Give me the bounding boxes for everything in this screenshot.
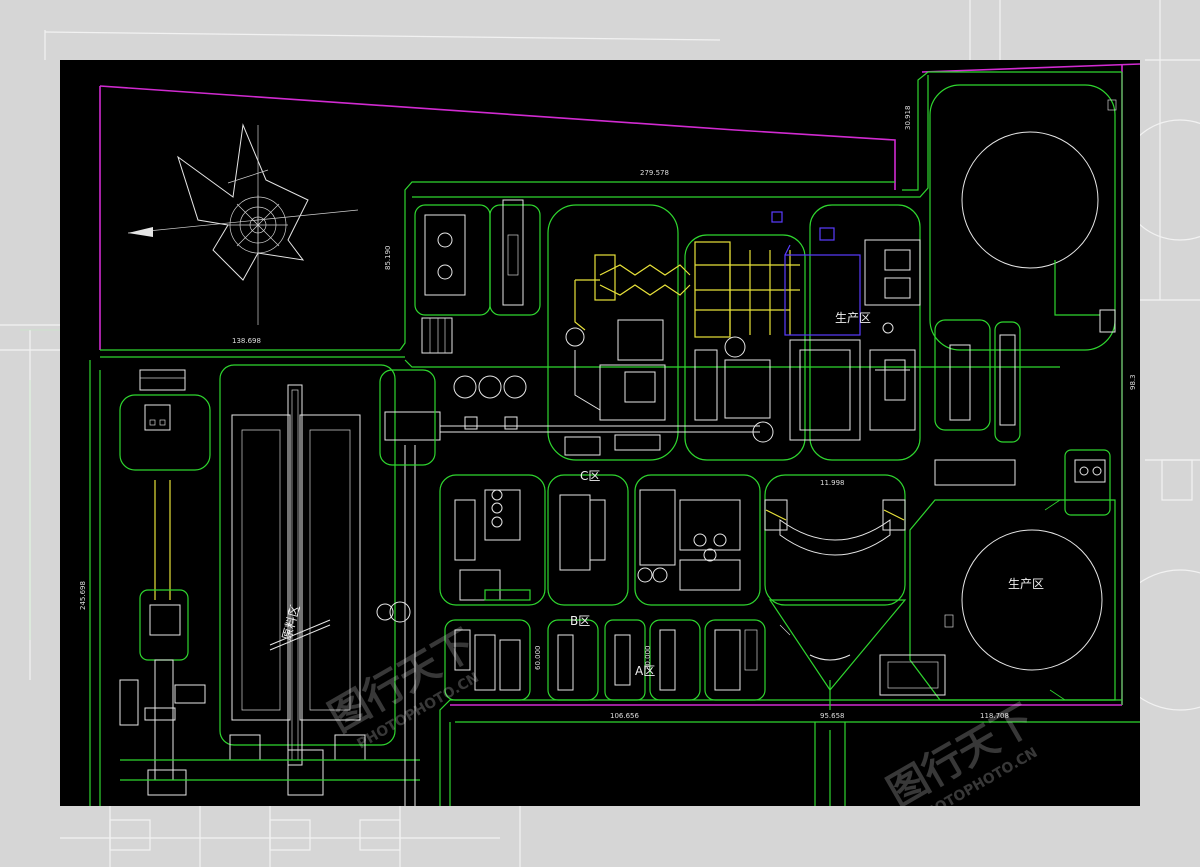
south-storage-tank: 生产区 <box>909 499 1116 701</box>
dim-right-top-vertical: 30.918 <box>904 106 912 131</box>
silo-and-conveyor <box>376 369 760 806</box>
dim-left-block-bottom: 138.698 <box>232 337 261 345</box>
zone-label-c: C区 <box>580 469 600 483</box>
zone-label-production-right: 生产区 <box>1008 577 1044 591</box>
cad-site-plan: 生产区 <box>60 60 1140 806</box>
dimension-labels: 279.578 138.698 85.190 30.918 98.3 118.7… <box>79 106 1137 721</box>
zone-label-raw: 原料区 <box>280 603 303 641</box>
zone-process-block <box>634 474 761 606</box>
dim-mid-a: 11.998 <box>820 479 845 487</box>
wind-rose-icon <box>127 123 359 325</box>
zone-label-a: A区 <box>635 664 655 678</box>
zone-c-block <box>439 474 546 606</box>
dim-mid-b1: 60.000 <box>534 646 542 671</box>
process-equipment <box>564 239 921 456</box>
site-roads <box>89 71 1140 806</box>
pipe-network <box>574 241 800 338</box>
zone-a-block <box>444 619 531 701</box>
north-storage-tank <box>929 84 1117 351</box>
triangle-plaza <box>768 599 907 692</box>
dim-mid-b2: 30.000 <box>644 646 652 671</box>
south-east-pool <box>879 654 946 696</box>
east-buildings <box>934 319 1111 516</box>
curved-building <box>764 474 906 606</box>
zone-label-production-center: 生产区 <box>835 311 871 325</box>
site-plan-drawing: 生产区 <box>79 63 1140 806</box>
central-process-area: 生产区 <box>547 204 921 461</box>
north-service-block <box>414 199 541 354</box>
zone-label-b: B区 <box>570 614 590 628</box>
dim-right-bottom: 118.708 <box>980 712 1009 720</box>
production-building-outline <box>771 211 861 336</box>
left-conveyor <box>119 369 420 796</box>
zone-b-block: B区 A区 <box>547 614 701 701</box>
dim-bottom-center: 106.656 <box>610 712 639 720</box>
watermark: 图行天下 PHOTOPHOTO.CN 图行天下 PHOTOPHOTO.CN <box>321 621 1041 806</box>
zone-c-main: C区 <box>547 469 629 606</box>
dim-top-road: 279.578 <box>640 169 669 177</box>
site-boundary <box>99 63 1140 706</box>
dim-left-vertical: 245.698 <box>79 581 87 610</box>
dim-upper-vertical: 85.190 <box>384 246 392 271</box>
zone-d-block <box>704 619 766 701</box>
dim-right-vertical: 98.3 <box>1129 374 1137 390</box>
dim-bottom-gate: 95.658 <box>820 712 845 720</box>
